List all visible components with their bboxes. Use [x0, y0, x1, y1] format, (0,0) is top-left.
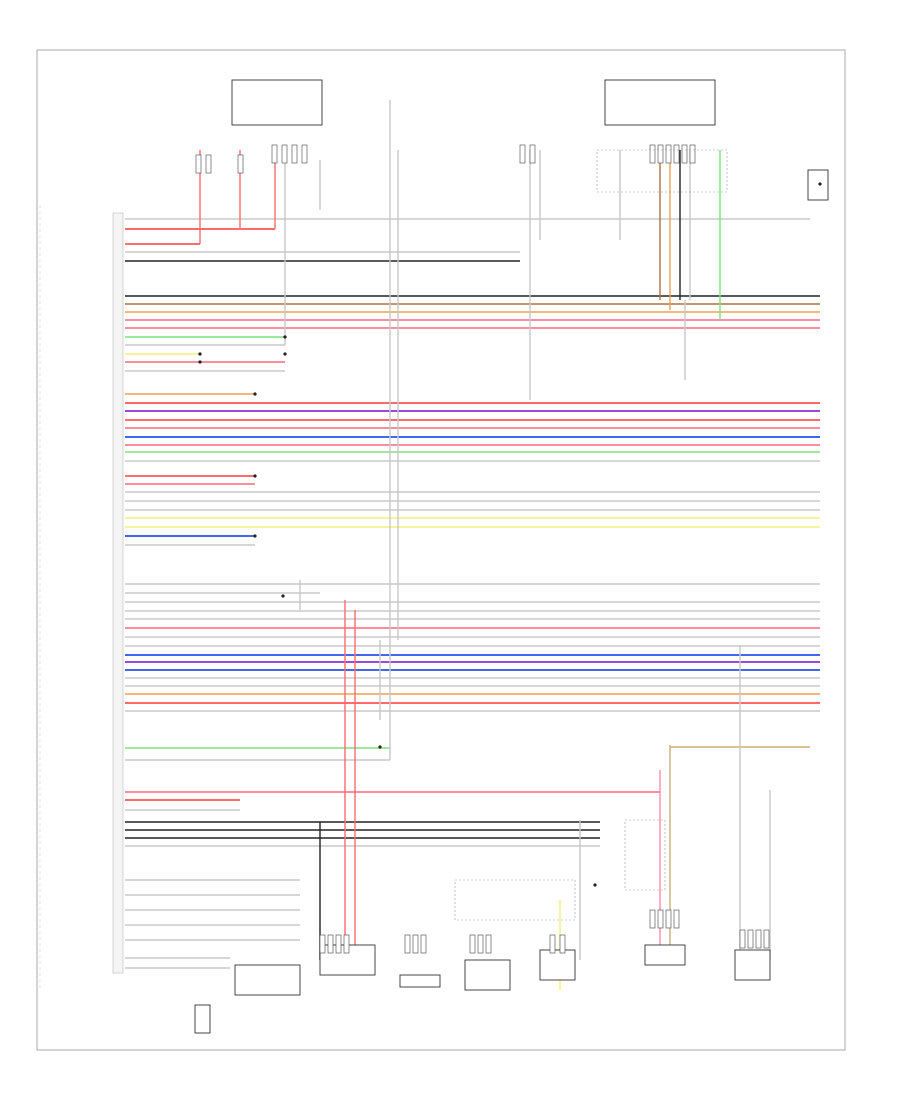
- connector-pin: [519, 144, 526, 164]
- sensor-box: [734, 949, 771, 981]
- connector-pin: [665, 144, 672, 164]
- connector-pin: [549, 934, 556, 954]
- connector-pin: [319, 934, 326, 954]
- splice-dot: [378, 745, 382, 749]
- splice-dot: [593, 883, 597, 887]
- relay-box: [231, 79, 323, 126]
- component-layer: [194, 79, 829, 1034]
- connector-pin: [665, 909, 672, 929]
- ecm-connector-strip: [112, 212, 124, 974]
- splice-dot: [281, 594, 285, 598]
- sensor-box: [807, 169, 829, 201]
- subassembly-outline: [624, 819, 666, 891]
- splice-dot: [818, 182, 822, 186]
- connector-pin: [689, 144, 696, 164]
- connector-pin: [271, 144, 278, 164]
- connector-pin: [739, 929, 746, 949]
- sensor-box: [644, 944, 686, 966]
- sensor-box: [234, 964, 301, 996]
- splice-dot: [253, 474, 257, 478]
- connector-pin: [657, 909, 664, 929]
- connector-pin: [673, 909, 680, 929]
- connector-pin: [477, 934, 484, 954]
- connector-pin: [420, 934, 427, 954]
- connector-pin: [755, 929, 762, 949]
- connector-pin: [327, 934, 334, 954]
- connector-pin: [412, 934, 419, 954]
- connector-pin: [529, 144, 536, 164]
- switch-box: [194, 1004, 211, 1034]
- connector-pin: [301, 144, 308, 164]
- connector-pin: [763, 929, 770, 949]
- splice-dot: [283, 335, 287, 339]
- connector-pin: [195, 154, 202, 174]
- splice-dot: [198, 352, 202, 356]
- relay-box: [604, 79, 716, 126]
- wire-layer: [125, 100, 820, 990]
- connector-pin: [747, 929, 754, 949]
- splice-dot: [198, 360, 202, 364]
- connector-pin: [681, 144, 688, 164]
- connector-pin: [343, 934, 350, 954]
- connector-pin: [291, 144, 298, 164]
- connector-pin: [469, 934, 476, 954]
- connector-pin: [673, 144, 680, 164]
- subassembly-outline: [596, 149, 728, 193]
- splice-dot: [283, 352, 287, 356]
- connector-pin: [205, 154, 212, 174]
- connector-pin: [237, 154, 244, 174]
- switch-box: [399, 974, 441, 988]
- sensor-box: [464, 959, 511, 991]
- splice-dot: [253, 392, 257, 396]
- connector-pin: [649, 144, 656, 164]
- subassembly-outline: [454, 879, 576, 921]
- splice-dot: [253, 534, 257, 538]
- diagram-border: [36, 49, 846, 1051]
- connector-pin: [335, 934, 342, 954]
- connector-pin: [657, 144, 664, 164]
- connector-pin: [281, 144, 288, 164]
- connector-pin: [649, 909, 656, 929]
- connector-pin: [485, 934, 492, 954]
- connector-pin: [404, 934, 411, 954]
- switch-box: [539, 949, 576, 981]
- connector-pin: [559, 934, 566, 954]
